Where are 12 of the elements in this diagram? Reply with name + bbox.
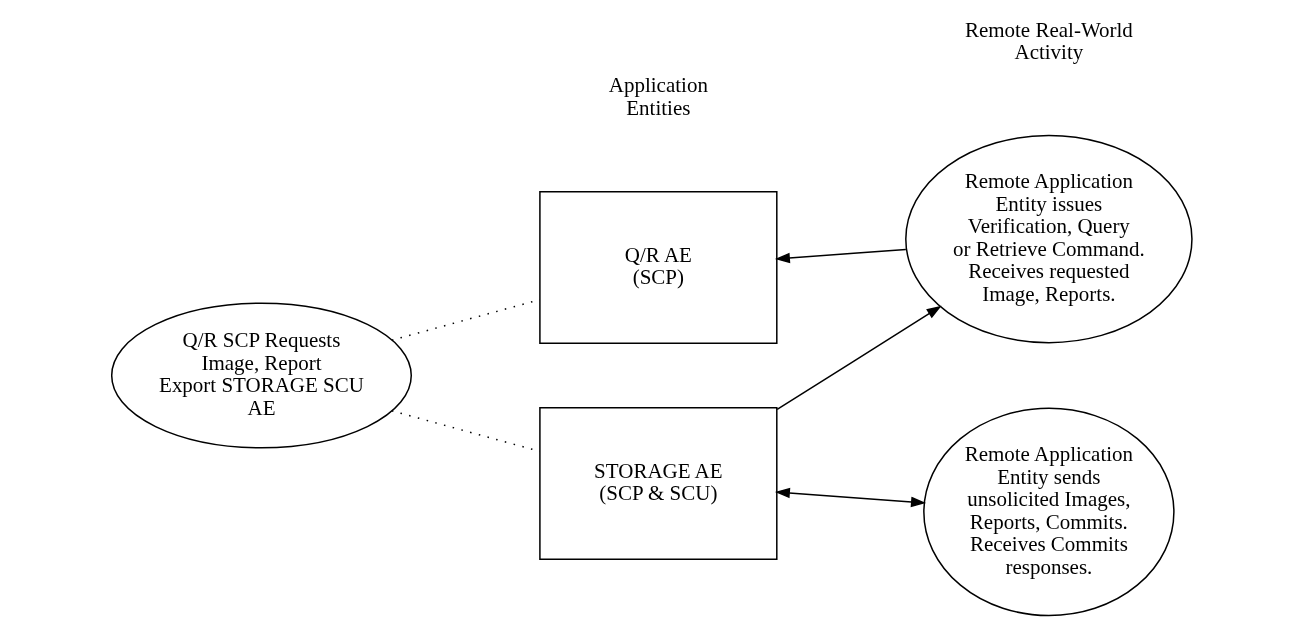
arrow: [774, 248, 907, 264]
label: Application Entities: [608, 73, 708, 120]
node-box: Q/R AE (SCP): [539, 191, 778, 344]
node-ellipse: Remote Application Entity sends unsolicited Images, Reports, Commits. Receives Commits responses.: [923, 407, 1175, 617]
label: Remote Real-World Activity: [964, 17, 1133, 65]
arrow: [776, 305, 942, 411]
arrow: [774, 487, 926, 508]
node-ellipse: Q/R SCP Requests Image, Report Export STORAGE SCU AE: [110, 302, 412, 449]
node-ellipse: Remote Application Entity issues Verification, Query or Retrieve Command. Receives requested Image, Reports.: [905, 134, 1193, 344]
connector: [391, 298, 541, 341]
connector: [391, 410, 541, 453]
node-box: STORAGE AE (SCP & SCU): [539, 407, 778, 560]
